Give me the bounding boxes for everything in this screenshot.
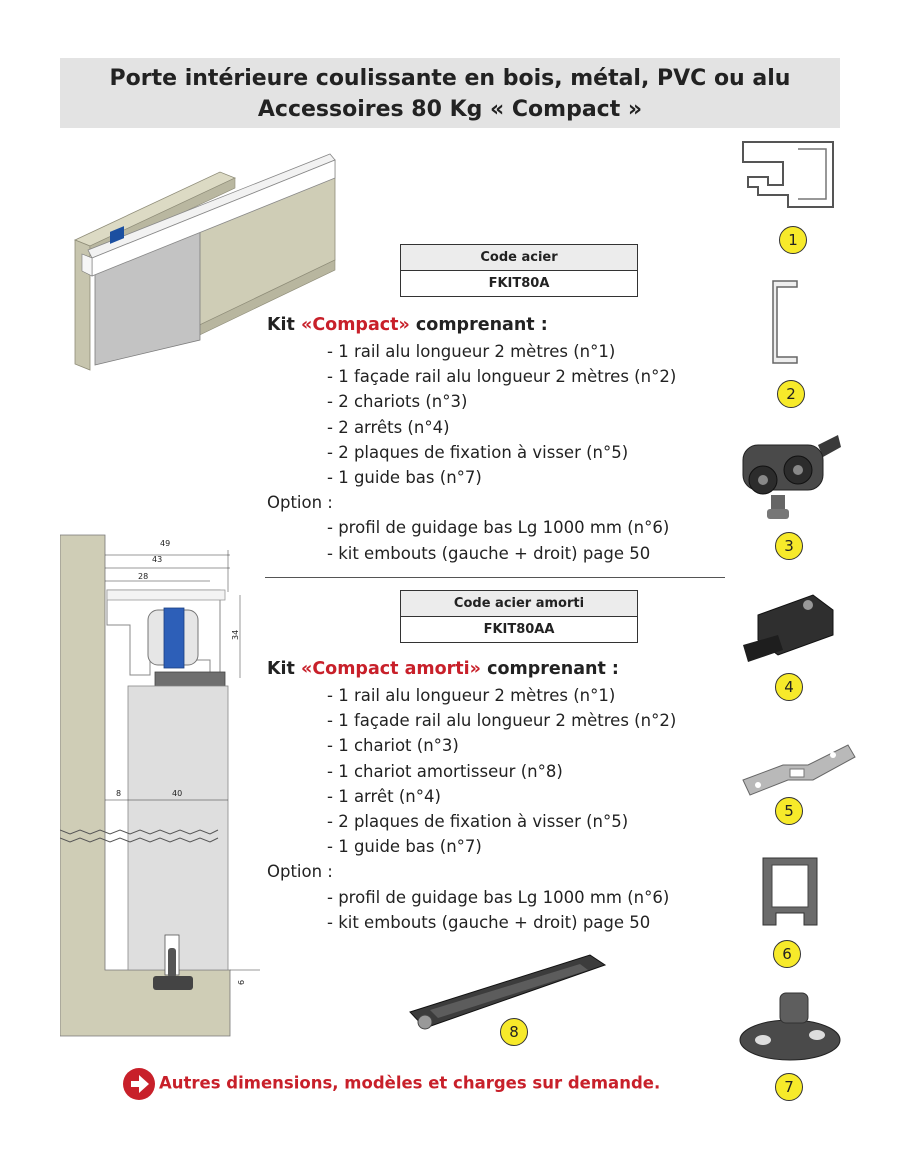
list-item: - 1 rail alu longueur 2 mètres (n°1): [327, 686, 616, 705]
kit-compact-title: Kit «Compact» comprenant :: [267, 315, 548, 335]
cross-section-drawing: 49 43 28 34 8 40 6: [60, 534, 260, 1037]
arrow-right-icon: [123, 1068, 155, 1100]
guide-profile-icon: [762, 857, 818, 926]
kit-compact-amorti-list: - 1 rail alu longueur 2 mètres (n°1) - 1…: [267, 683, 676, 935]
list-item: - 1 façade rail alu longueur 2 mètres (n…: [327, 367, 677, 387]
dim-34: 34: [231, 630, 240, 640]
kit-compact-list: - 1 rail alu longueur 2 mètres (n°1) - 1…: [267, 339, 676, 566]
code-table-acier-amorti: Code acier amorti FKIT80AA: [400, 590, 638, 643]
damper-icon: [409, 954, 607, 1030]
list-item: - 2 plaques de fixation à visser (n°5): [327, 442, 629, 462]
option-item: - profil de guidage bas Lg 1000 mm (n°6): [327, 887, 670, 907]
list-item: - 1 guide bas (n°7): [327, 468, 482, 488]
option-label: Option :: [267, 493, 333, 513]
dim-28: 28: [138, 572, 148, 581]
footer-note: Autres dimensions, modèles et charges su…: [123, 1068, 660, 1100]
part-badge-8: 8: [500, 1018, 528, 1046]
list-item: - 2 chariots (n°3): [327, 392, 468, 412]
list-item: - 1 chariot (n°3): [327, 736, 459, 756]
list-item: - 1 façade rail alu longueur 2 mètres (n…: [327, 711, 677, 731]
code-header: Code acier amorti: [401, 591, 637, 617]
title-line-2: Accessoires 80 Kg « Compact »: [257, 97, 643, 122]
list-item: - 2 plaques de fixation à visser (n°5): [327, 812, 629, 832]
kit-compact-amorti-name: «Compact amorti»: [301, 659, 481, 679]
dim-49: 49: [160, 539, 170, 548]
trolley-icon: [742, 435, 841, 519]
part-badge-3: 3: [775, 532, 803, 560]
installed-door-illustration: [73, 153, 336, 371]
dim-40: 40: [172, 789, 182, 798]
option-item: - kit embouts (gauche + droit) page 50: [327, 912, 651, 932]
facade-rail-icon: [772, 280, 798, 364]
option-item: - kit embouts (gauche + droit) page 50: [327, 543, 651, 563]
code-table-acier: Code acier FKIT80A: [400, 244, 638, 297]
dim-8: 8: [116, 789, 121, 798]
stop-icon: [743, 594, 834, 662]
title-line-1: Porte intérieure coulissante en bois, mé…: [109, 66, 791, 91]
code-header: Code acier: [401, 245, 637, 271]
list-item: - 1 guide bas (n°7): [327, 837, 482, 857]
fixing-plate-icon: [742, 744, 856, 796]
bottom-guide-icon: [739, 992, 841, 1061]
rail-profile-icon: [742, 141, 834, 208]
kit-compact-amorti-title: Kit «Compact amorti» comprenant :: [267, 659, 619, 679]
part-badge-2: 2: [777, 380, 805, 408]
list-item: - 1 arrêt (n°4): [327, 786, 441, 806]
page-title: Porte intérieure coulissante en bois, mé…: [60, 58, 840, 128]
option-item: - profil de guidage bas Lg 1000 mm (n°6): [327, 518, 670, 538]
kit-compact-name: «Compact»: [301, 315, 410, 335]
section-divider: [265, 577, 725, 578]
part-badge-4: 4: [775, 673, 803, 701]
list-item: - 1 chariot amortisseur (n°8): [327, 761, 563, 781]
part-badge-7: 7: [775, 1073, 803, 1101]
dim-43: 43: [152, 555, 162, 564]
list-item: - 1 rail alu longueur 2 mètres (n°1): [327, 342, 616, 361]
part-badge-6: 6: [773, 940, 801, 968]
footer-text: Autres dimensions, modèles et charges su…: [159, 1073, 661, 1093]
list-item: - 2 arrêts (n°4): [327, 417, 450, 437]
part-badge-1: 1: [779, 226, 807, 254]
part-badge-5: 5: [775, 797, 803, 825]
dim-6: 6: [237, 980, 246, 985]
code-value: FKIT80AA: [483, 622, 555, 637]
option-label: Option :: [267, 862, 333, 882]
code-value: FKIT80A: [488, 276, 550, 291]
